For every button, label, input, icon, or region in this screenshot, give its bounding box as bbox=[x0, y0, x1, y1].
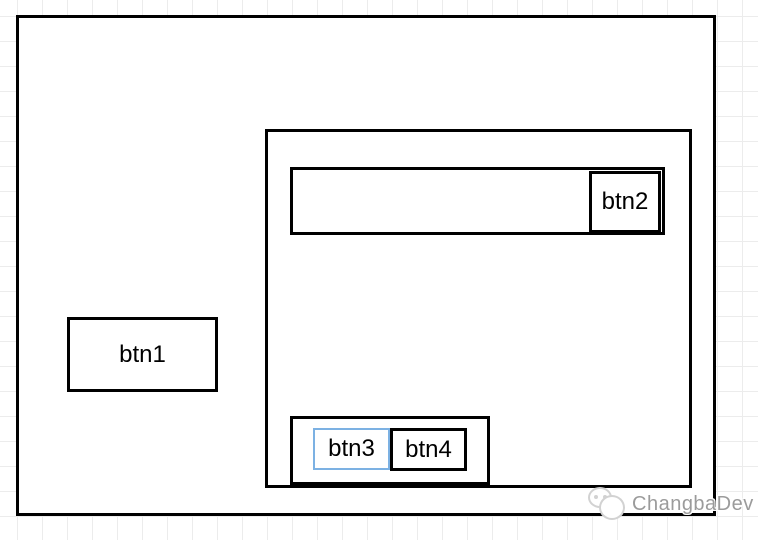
toolbar-frame: btn2 bbox=[290, 167, 665, 235]
panel-frame: btn2 btn3 btn4 bbox=[265, 129, 692, 488]
btn2-button[interactable]: btn2 bbox=[589, 171, 661, 233]
btn3-button[interactable]: btn3 bbox=[313, 428, 390, 470]
button-group-frame: btn3 btn4 bbox=[290, 416, 490, 485]
btn4-button[interactable]: btn4 bbox=[390, 428, 467, 471]
outer-window-frame: btn1 btn2 btn3 btn4 bbox=[16, 15, 716, 516]
btn1-button[interactable]: btn1 bbox=[67, 317, 218, 392]
